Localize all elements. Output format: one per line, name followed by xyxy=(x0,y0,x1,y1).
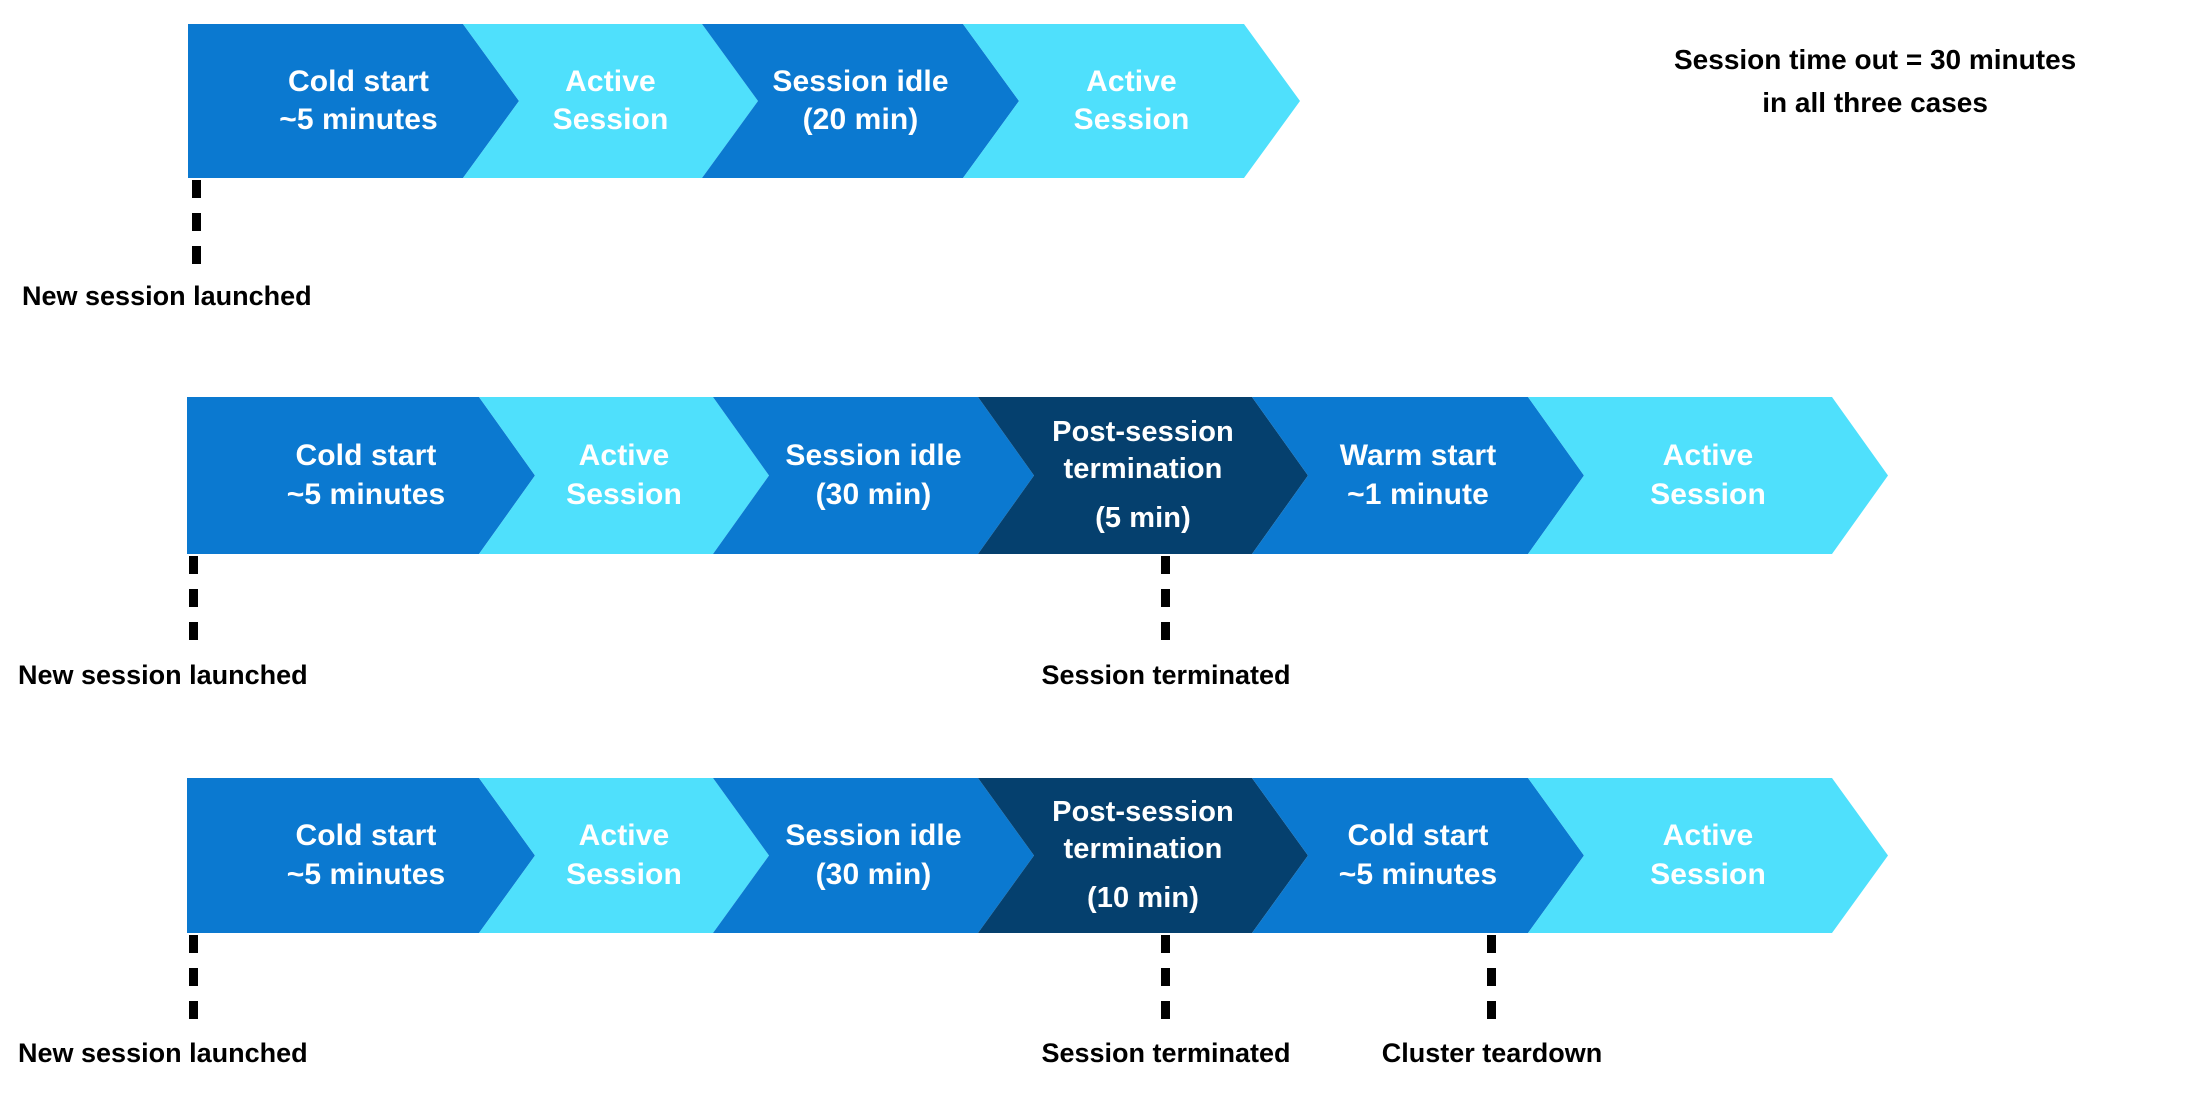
phase-label-line: Cold start xyxy=(1347,819,1489,853)
marker-line-session-terminated xyxy=(1161,556,1170,654)
phase-cold-start[interactable]: Cold start ~5 minutes xyxy=(187,778,535,933)
phase-label-line: Cold start xyxy=(287,64,429,98)
phase-label-line: Active xyxy=(578,439,670,473)
phase-label-line: Session xyxy=(1650,857,1766,891)
phase-label-line: Post-session xyxy=(1052,795,1234,828)
marker-line-new-session-launched xyxy=(189,556,198,654)
marker-label-session-terminated: Session terminated xyxy=(1041,660,1291,690)
phase-label-line: (30 min) xyxy=(815,477,932,511)
phase-label-line: Active xyxy=(1662,439,1754,473)
phase-active-session[interactable]: Active Session xyxy=(1528,397,1888,554)
phase-label-line: Active xyxy=(1662,819,1754,853)
phase-cold-start[interactable]: Cold start ~5 minutes xyxy=(1252,778,1584,933)
phase-label-line: Session xyxy=(1650,477,1766,511)
phase-label-line: (5 min) xyxy=(1095,502,1191,535)
timeline-row-case-3: Cold start ~5 minutes Active Session Ses… xyxy=(187,778,1888,933)
phase-cold-start[interactable]: Cold start ~5 minutes xyxy=(188,24,519,178)
session-timeout-note: Session time out = 30 minutes in all thr… xyxy=(1674,38,2076,125)
phase-active-session[interactable]: Active Session xyxy=(963,24,1300,178)
marker-label-new-session-launched: New session launched xyxy=(18,660,308,690)
phase-label-line: Active xyxy=(578,819,670,853)
phase-label-line: ~1 minute xyxy=(1347,477,1489,511)
phase-label-line: Session xyxy=(552,103,669,136)
phase-label-line: termination xyxy=(1063,452,1223,485)
phase-label-line: Warm start xyxy=(1339,439,1497,473)
marker-line-cluster-teardown xyxy=(1487,935,1496,1033)
phase-label-line: (30 min) xyxy=(815,857,932,891)
timeline-row-case-1: Cold start ~5 minutes Active Session Ses… xyxy=(188,24,1300,178)
phase-label-line: ~5 minutes xyxy=(286,857,446,891)
phase-cold-start[interactable]: Cold start ~5 minutes xyxy=(187,397,535,554)
phase-label-line: (20 min) xyxy=(802,103,919,136)
phase-label-line: ~5 minutes xyxy=(1338,857,1498,891)
phase-session-idle[interactable]: Session idle (20 min) xyxy=(702,24,1019,178)
phase-label-line: Active xyxy=(565,64,656,98)
phase-label-line: Cold start xyxy=(295,439,437,473)
marker-label-new-session-launched: New session launched xyxy=(18,1038,308,1068)
marker-label-session-terminated: Session terminated xyxy=(1041,1038,1291,1068)
phase-label-line: Session idle xyxy=(772,64,949,98)
session-timeout-note-line2: in all three cases xyxy=(1762,87,1988,119)
phase-label-line: Session idle xyxy=(785,819,962,853)
phase-label-line: (10 min) xyxy=(1087,882,1199,915)
phase-label-line: Active xyxy=(1086,64,1177,98)
phase-label-line: Session xyxy=(566,477,682,511)
marker-line-session-terminated xyxy=(1161,935,1170,1033)
phase-label-line: Session idle xyxy=(785,439,962,473)
marker-line-new-session-launched xyxy=(189,935,198,1033)
phase-label-line: termination xyxy=(1063,832,1223,865)
timeline-row-case-2: Cold start ~5 minutes Active Session Ses… xyxy=(187,397,1888,554)
marker-label-new-session-launched: New session launched xyxy=(22,281,312,311)
phase-active-session[interactable]: Active Session xyxy=(1528,778,1888,933)
phase-label-line: ~5 minutes xyxy=(286,477,446,511)
phase-label-line: Post-session xyxy=(1052,415,1234,448)
phase-label-line: Session xyxy=(566,857,682,891)
session-timeout-note-line1: Session time out = 30 minutes xyxy=(1674,44,2077,75)
phase-label-line: Cold start xyxy=(295,819,437,853)
marker-label-cluster-teardown: Cluster teardown xyxy=(1381,1038,1603,1068)
phase-label-line: Session xyxy=(1073,103,1190,136)
phase-label-line: ~5 minutes xyxy=(279,103,438,136)
marker-line-new-session-launched xyxy=(192,180,201,278)
